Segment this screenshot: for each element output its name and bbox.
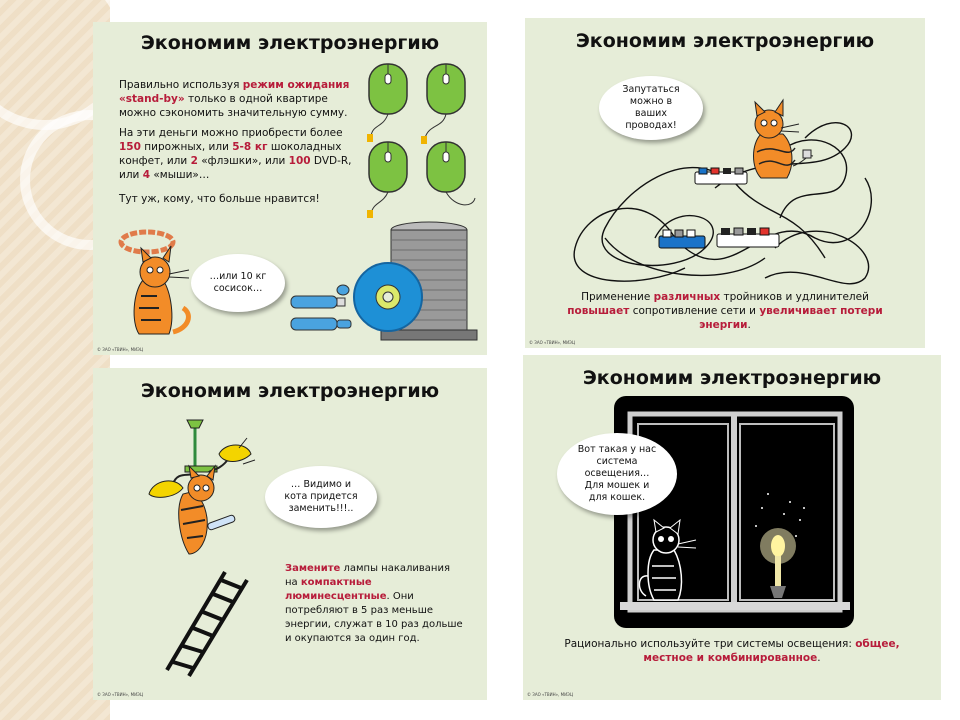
copyright: © ЗАО «ТВИН», МИЭЦ [97,692,143,697]
purchase-paragraph: На эти деньги можно приобрести более 150… [119,127,352,181]
mouse-icon [421,63,466,144]
chandelier-cat-illustration [148,419,256,555]
slide-extension-cords: Экономим электроэнергию Запутаться можно… [525,18,925,348]
slide-title: Экономим электроэнергию [140,380,440,402]
ladder-illustration [165,570,249,678]
flash-drive-icon [290,317,352,331]
tangled-cat-illustration [753,98,814,179]
flash-drives-illustration [290,284,352,331]
slide-title: Экономим электроэнергию [575,30,875,52]
closing-paragraph: Тут уж, кому, что больше нравится! [119,193,320,205]
mice-illustration [367,63,476,218]
power-strip-icon [694,167,748,185]
cat-speech-bubble: …или 10 кг сосисок… [191,254,285,312]
cat-speech-bubble: … Видимо и кота придется заменить!!!.. [265,466,377,528]
cords-caption: Применение различных тройников и удлинит… [567,291,883,331]
power-strip-icon [658,229,706,249]
night-window-illustration [614,396,854,628]
mouse-icon [367,141,408,218]
cat-speech-bubble: Вот такая у нас система освещения… Для м… [557,433,677,515]
mouse-icon [367,63,408,142]
slide-title: Экономим электроэнергию [140,32,440,54]
copyright: © ЗАО «ТВИН», МИЭЦ [97,347,143,352]
black-cat-icon [638,518,697,601]
cat-with-sausages-illustration [118,229,191,335]
lighting-caption: Рационально используйте три системы осве… [564,638,900,664]
copyright: © ЗАО «ТВИН», МИЭЦ [527,692,573,697]
power-strip-icon [716,227,780,248]
copyright: © ЗАО «ТВИН», МИЭЦ [529,340,575,345]
slide-lamps: Экономим электроэнергию … Видимо и кота … [93,368,487,700]
slide-lighting: Экономим электроэнергию [523,355,941,700]
lamps-paragraph: Замените лампы накаливания на компактные… [285,563,463,644]
standby-paragraph: Правильно используя режим ожидания «stan… [119,79,350,119]
candle-icon [760,528,796,598]
slide-title: Экономим электроэнергию [582,367,882,389]
flash-drive-icon [290,295,346,309]
tangled-wires-illustration [573,122,872,285]
mouse-icon [426,141,476,206]
dvd-disc-icon [353,262,423,332]
slide-standby: Экономим электроэнергию Правильно исполь… [93,22,487,355]
cat-speech-bubble: Запутаться можно в ваших проводах! [599,76,703,140]
